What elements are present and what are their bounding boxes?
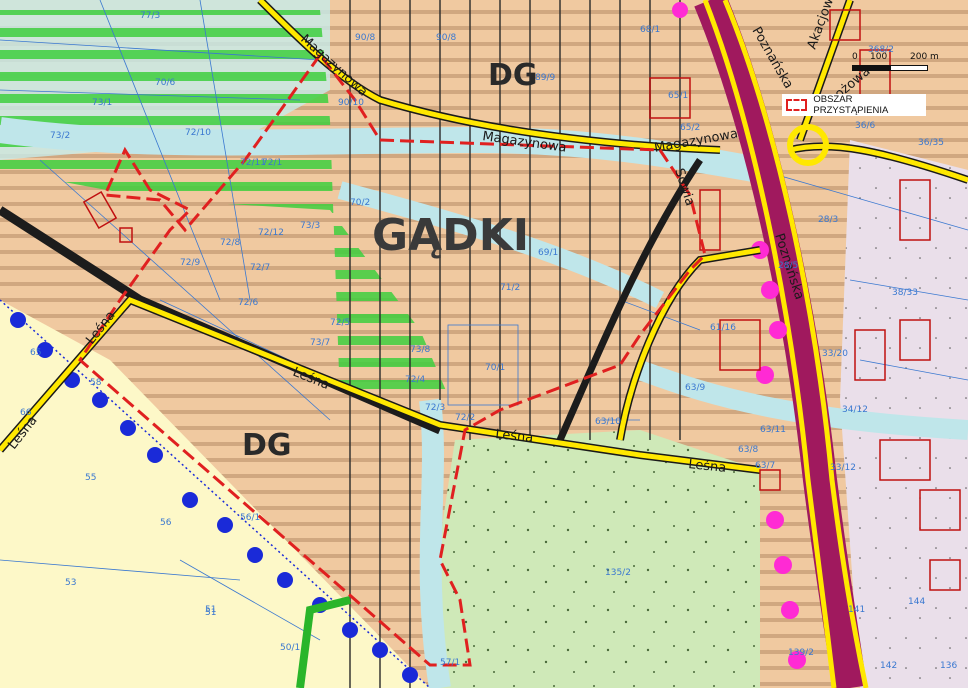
parcel-label: 38/33 — [892, 288, 918, 298]
parcel-label: 28/5 — [778, 261, 798, 271]
parcel-label: 36/6 — [855, 121, 875, 131]
study-area-boundary — [78, 54, 707, 667]
parcel-label: 90/10 — [338, 98, 364, 108]
parcel-label: 56/1 — [240, 513, 260, 523]
parcel-label: 72/9 — [180, 258, 200, 268]
green-path — [296, 596, 351, 688]
zone-label-dg-top: DG — [488, 58, 538, 93]
scale-segment-dark — [852, 65, 890, 71]
highway-poznanska — [694, 0, 867, 688]
parcel-label: 73/7 — [310, 338, 330, 348]
scale-label-zero: 0 — [852, 52, 858, 62]
parcel-label: 72/4 — [405, 375, 425, 385]
parcel-label: 57/1 — [440, 658, 460, 668]
parcel-label: 72/6 — [238, 298, 258, 308]
parcel-label: 135/2 — [605, 568, 631, 578]
road-label-lesna-4: Leśna — [495, 427, 534, 446]
highway-edge-right — [722, 0, 869, 688]
parcel-label: 56 — [160, 518, 172, 528]
parcel-label: 61/16 — [710, 323, 736, 333]
parcel-label: 73/2 — [50, 131, 70, 141]
parcel-label: 70/1 — [485, 363, 505, 373]
river-channel-right — [636, 360, 968, 440]
parcel-label: 73/1 — [92, 98, 112, 108]
parcel-label: 72/5 — [330, 318, 350, 328]
parcel-label: 73/8 — [410, 345, 430, 355]
parcel-label: 58 — [90, 378, 102, 388]
parcel-label: 72/8 — [220, 238, 240, 248]
legend-label: OBSZAR PRZYSTĄPIENIA — [813, 94, 889, 116]
parcel-label: 73/3 — [300, 221, 320, 231]
parcel-label: 33/20 — [822, 349, 848, 359]
parcel-label: 69/1 — [538, 248, 558, 258]
parcel-label: 142 — [880, 661, 897, 671]
parcel-label: 66 — [20, 408, 32, 418]
parcel-label: 65/2 — [680, 123, 700, 133]
parcel-label: 141 — [848, 605, 865, 615]
forest-area — [430, 430, 760, 688]
scale-label-end: 200 m — [910, 52, 939, 62]
parcel-label: 63/10 — [595, 417, 621, 427]
parcel-label: 68/1 — [640, 25, 660, 35]
parcel-label: 50/1 — [280, 643, 300, 653]
scale-bar: 0 100 200 m — [748, 52, 960, 82]
parcel-label: 63/7 — [755, 461, 775, 471]
highway-edge-left — [702, 0, 837, 688]
parcel-label: 71/2 — [500, 283, 520, 293]
residential-area-right — [840, 140, 968, 688]
cadastral-lines — [0, 0, 968, 641]
zone-label-dg-bottom: DG — [242, 428, 292, 463]
parcel-label: 368/2 — [868, 45, 894, 55]
scale-segment-light — [890, 65, 928, 71]
parcel-label: 70/2 — [350, 198, 370, 208]
parcel-labels: 77/3 90/8 90/8 89/9 90/10 73/1 73/2 70/6… — [20, 11, 957, 671]
parcel-label: 77/3 — [140, 11, 160, 21]
parcel-label: 90/8 — [436, 33, 456, 43]
map-legend: OBSZAR PRZYSTĄPIENIA — [782, 94, 926, 116]
village-label: GĄDKI — [372, 210, 529, 261]
parcel-label: 63/9 — [685, 383, 705, 393]
green-stripe-zone — [0, 10, 450, 400]
dark-diagonal-line — [556, 158, 703, 442]
parcel-label: 136 — [940, 661, 957, 671]
road-label-lesna-5: Leśna — [688, 457, 727, 476]
parcel-label: 90/8 — [355, 33, 375, 43]
parcel-label: 89/9 — [535, 73, 555, 83]
parcel-label: 72/11 — [240, 158, 266, 168]
parcel-label: 144 — [908, 597, 925, 607]
roundabout — [787, 124, 829, 166]
parcel-label: 51 — [205, 605, 216, 615]
parcel-label: 72/1 — [262, 158, 282, 168]
parcel-label: 53 — [65, 578, 76, 588]
parcel-label: 63/11 — [760, 425, 786, 435]
parcel-label: 70/6 — [155, 78, 175, 88]
parcel-label: 63/8 — [738, 445, 758, 455]
parcel-label: 51 — [205, 608, 216, 618]
parcel-label: 72/10 — [185, 128, 211, 138]
parcel-label: 72/7 — [250, 263, 270, 273]
parcel-label: 55 — [85, 473, 96, 483]
parcel-label: 72/2 — [455, 413, 475, 423]
river-channel-bottom — [419, 398, 451, 688]
parcel-label: 34/12 — [842, 405, 868, 415]
parcel-label: 65 — [30, 348, 41, 358]
scale-label-mid: 100 — [870, 52, 888, 62]
parcel-label: 65/1 — [668, 91, 688, 101]
pale-yellow-zone — [0, 300, 430, 688]
parcel-label: 72/3 — [425, 403, 445, 413]
parcel-label: 33/12 — [830, 463, 856, 473]
parcel-label: 139/2 — [788, 648, 814, 658]
magenta-dot-line — [672, 2, 806, 669]
parcel-label: 72/12 — [258, 228, 284, 238]
parcel-label: 36/35 — [918, 138, 944, 148]
parcel-label: 28/3 — [818, 215, 838, 225]
legend-swatch-study-area — [786, 99, 808, 111]
